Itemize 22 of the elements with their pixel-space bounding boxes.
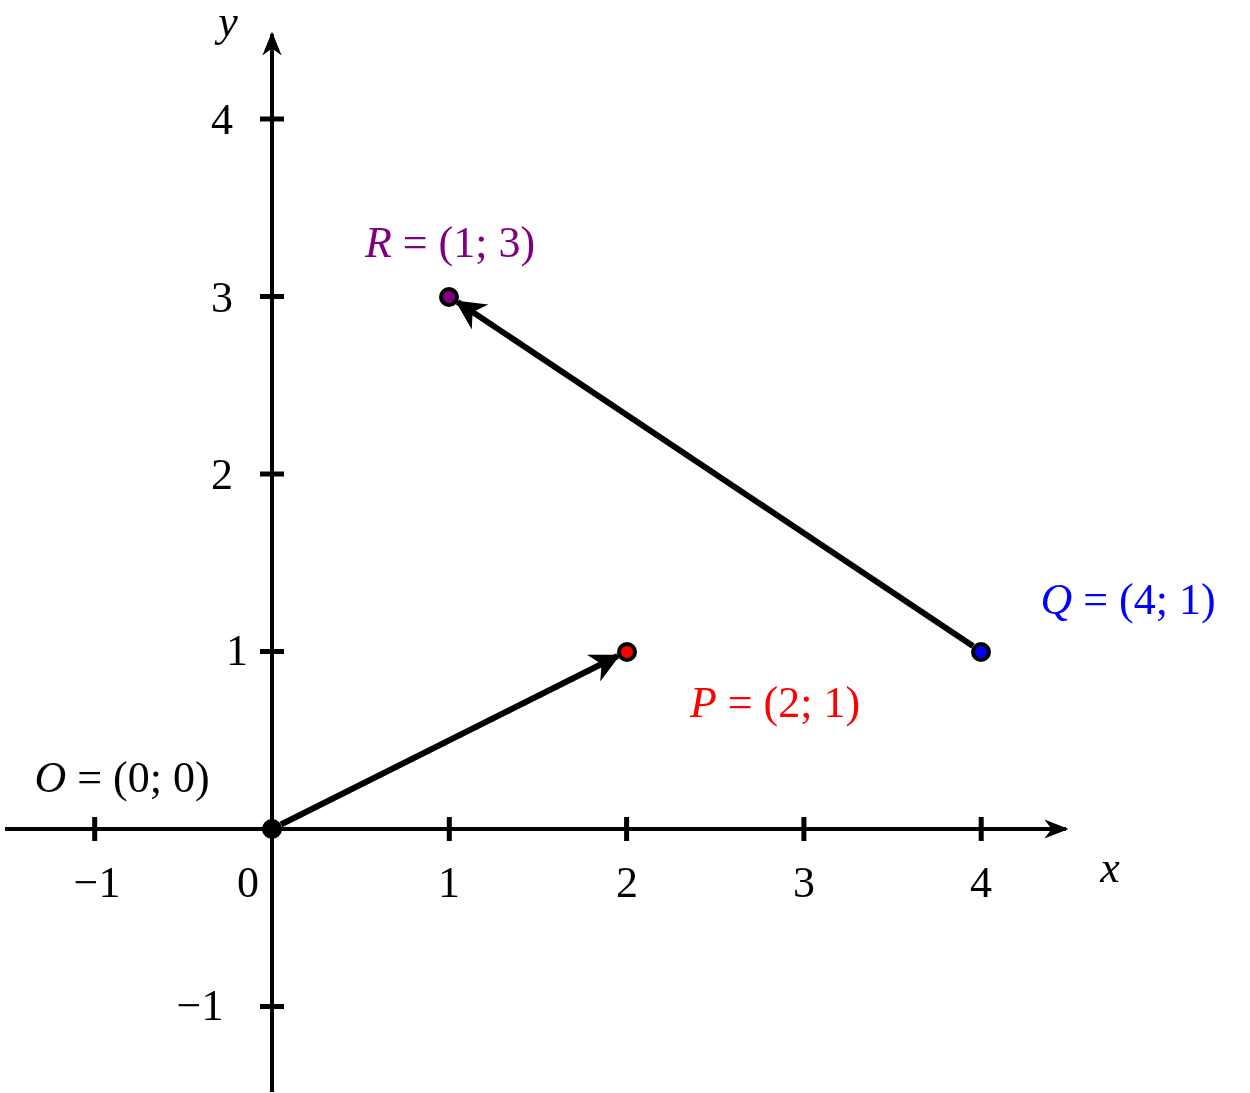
point-marker: [262, 819, 282, 839]
point-marker: [616, 641, 637, 662]
tick-label: 1: [438, 861, 460, 905]
point-marker: [439, 286, 460, 307]
tick-label: 3: [211, 276, 233, 320]
tick-label: 4: [211, 98, 233, 142]
point-label: Q = (4; 1): [1040, 578, 1216, 622]
point-label: R = (1; 3): [364, 221, 536, 265]
vector-arrow: [455, 299, 975, 649]
tick-label: 1: [226, 629, 248, 673]
tick-label: 2: [616, 861, 638, 905]
vector-arrow: [279, 653, 621, 828]
tick-label: 4: [970, 861, 992, 905]
tick-label: 2: [211, 453, 233, 497]
tick-label: 0: [237, 861, 259, 905]
tick-label: −1: [176, 984, 224, 1028]
point-label: O = (0; 0): [34, 756, 210, 800]
tick-label: −1: [73, 861, 121, 905]
tick-label: 3: [793, 861, 815, 905]
axis-label: x: [1100, 846, 1120, 890]
point-label: P = (2; 1): [689, 681, 861, 725]
point-marker: [971, 641, 992, 662]
